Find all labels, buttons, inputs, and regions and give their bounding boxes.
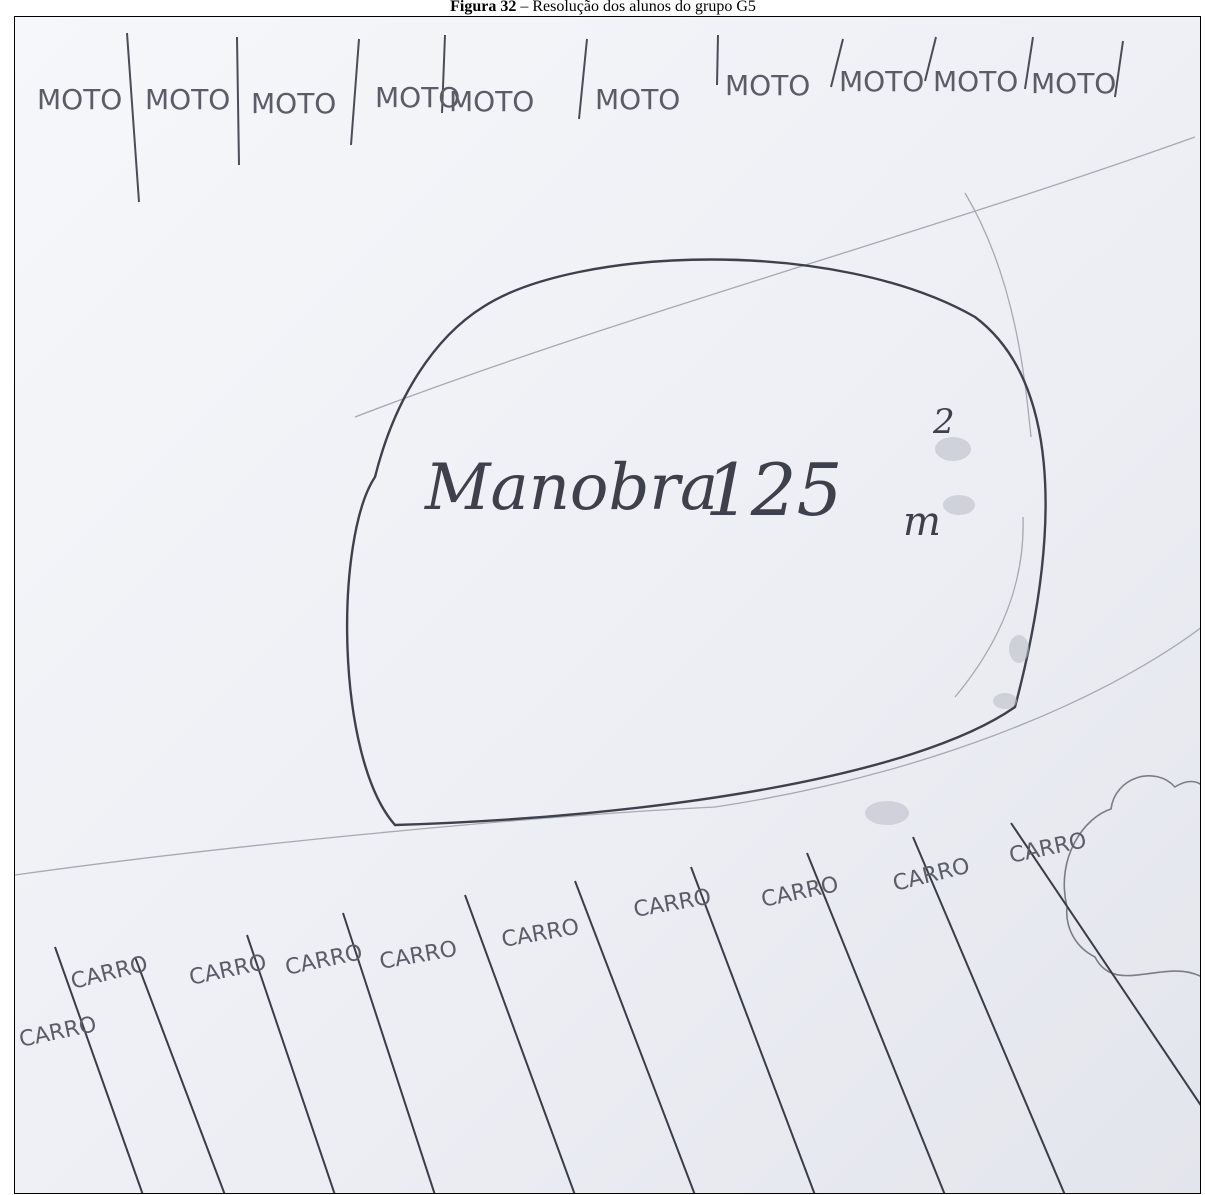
caption-separator: – [516,0,533,15]
moto-label: MOTO [1031,67,1116,100]
figure-caption: Figura 32 – Resolução dos alunos do grup… [0,0,1206,18]
area-unit: m [903,499,941,545]
moto-dividers [126,32,1124,203]
moto-label: MOTO [933,65,1018,98]
moto-label: MOTO [145,83,230,116]
moto-label: MOTO [839,65,924,98]
maneuver-label: Manobra [424,451,718,525]
guide-lines [15,136,1200,876]
area-exponent: 2 [932,402,955,442]
moto-label: MOTO [725,69,810,102]
carro-dividers [54,822,1200,1193]
maneuver-area-outline [345,258,1047,827]
moto-label: MOTO [251,87,336,120]
moto-label: MOTO [37,83,122,116]
figure-label: Figura 32 [450,0,517,15]
moto-label: MOTO [449,85,534,118]
moto-label: MOTO [375,81,460,114]
photo-frame: MOTO MOTO MOTO MOTO MOTO MOTO MOTO MOTO … [14,16,1201,1194]
moto-label-group: MOTO MOTO MOTO MOTO MOTO MOTO MOTO MOTO … [37,65,1116,120]
hand-drawn-parking-sketch: MOTO MOTO MOTO MOTO MOTO MOTO MOTO MOTO … [15,17,1200,1193]
area-value: 125 [705,448,842,532]
caption-text: Resolução dos alunos do grupo G5 [532,0,756,15]
bush-drawing [1063,775,1200,978]
paper-sheet [15,17,1200,1193]
pencil-smudges [865,437,1029,825]
moto-label: MOTO [595,83,680,116]
